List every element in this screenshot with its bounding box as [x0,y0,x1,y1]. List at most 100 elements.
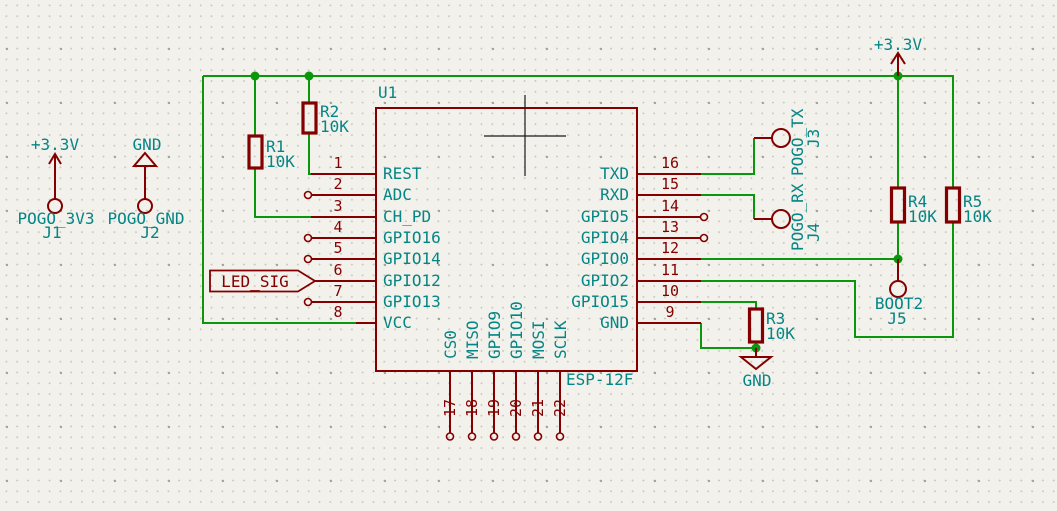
pin-number: 2 [333,175,342,193]
wire-r2-rest[interactable] [308,133,312,175]
pin-number: 16 [661,154,679,172]
u1-pin-10[interactable]: 10 GPIO15 [571,282,701,311]
u1-pin-18[interactable]: 18 MISO [463,320,482,441]
no-connect-circle [303,233,313,243]
connector-name: POGO_GND [107,209,184,228]
component-r4[interactable]: R4 10K [889,186,938,226]
component-j3[interactable]: POGO_TX J3 [754,108,823,176]
u1-pin-20[interactable]: 20 GPIO10 [507,301,526,441]
u1-pin-9[interactable]: 9 GND [600,303,701,332]
component-j5[interactable]: BOOT2 J5 [875,259,923,328]
pin-number: 4 [333,218,342,236]
resistor-body[interactable] [247,134,264,170]
u1-pin-14[interactable]: 14 GPIO5 [581,197,709,226]
resistor-value: 10K [908,207,937,226]
component-j1[interactable]: +3.3V POGO_3V3 J1 [17,135,94,242]
no-connect-circle [467,432,477,441]
connector-pad[interactable] [137,198,153,214]
wire-gpio2-r5[interactable] [701,222,954,338]
connector-reference: J2 [140,223,159,242]
connector-pad[interactable] [771,209,791,229]
u1-pin-3[interactable]: 3 CH_PD [311,197,431,226]
connector-pad[interactable] [47,198,63,214]
component-r5[interactable]: R5 10K [944,186,993,226]
pin-number: 12 [661,239,679,257]
no-connect-circle [533,432,543,441]
resistor-body[interactable] [301,101,318,135]
u1-pin-1[interactable]: 1 REST [311,154,422,183]
u1-pin-22[interactable]: 22 SCLK [551,320,570,441]
no-connect-circle [555,432,565,441]
pin-number: 20 [507,399,525,417]
pin-number: 7 [333,282,342,300]
wire-gpio15-r3[interactable] [701,301,757,309]
u1-pin-19[interactable]: 19 GPIO9 [485,311,504,441]
resistor-body[interactable] [944,186,962,224]
u1-pin-8[interactable]: 8 VCC [333,303,411,332]
pin-name: CH_PD [383,207,431,226]
u1-pin-11[interactable]: 11 GPIO2 [581,261,701,290]
pin-number: 3 [333,197,342,215]
resistor-reference: R4 [908,192,927,211]
resistor-value: 10K [766,324,795,343]
pin-number: 9 [665,303,674,321]
component-r3[interactable]: R3 10K [747,307,796,344]
resistor-reference: R2 [320,102,339,121]
resistor-value: 10K [320,117,349,136]
no-connect-circle [303,254,313,264]
power-flag-label: +3.3V [31,135,80,154]
wire-txd-j3[interactable] [701,138,755,175]
power-33v-right[interactable]: +3.3V [874,35,923,76]
u1-pin-6[interactable]: 6 GPIO12 [315,261,441,290]
wire-33v-top-bus[interactable] [203,75,954,188]
pin-name: SCLK [551,320,570,359]
u1-pin-12[interactable]: 12 GPIO0 [581,239,701,268]
no-connect-circle [303,190,313,200]
u1-pin-4[interactable]: 4 GPIO16 [303,218,441,247]
resistor-body[interactable] [747,307,765,344]
wire-gnd-pin9[interactable] [700,323,756,349]
pin-name: GPIO5 [581,207,629,226]
global-label-outline[interactable] [209,269,317,293]
component-r1[interactable]: R1 10K [247,134,295,171]
wire-vcc-left[interactable] [202,76,358,324]
u1-pin-7[interactable]: 7 GPIO13 [303,282,441,311]
pin-name: GPIO15 [571,292,629,311]
component-j4[interactable]: POGO_RX J4 [754,183,823,251]
connector-reference: J5 [887,309,906,328]
u1-pin-15[interactable]: 15 RXD [600,175,701,204]
component-j2[interactable]: GND POGO_GND J2 [107,135,184,242]
no-connect-circle [489,432,499,441]
resistor-body[interactable] [889,186,907,224]
wire-rxd-j4[interactable] [701,194,755,219]
resistor-value: 10K [266,152,295,171]
global-label-led-sig[interactable]: LED_SIG [209,269,317,293]
connector-name: POGO_TX [788,108,807,176]
u1-pin-13[interactable]: 13 GPIO4 [581,218,709,247]
u1-pin-21[interactable]: 21 MOSI [529,320,548,441]
pin-name: GPIO4 [581,228,629,247]
u1-pin-2[interactable]: 2 ADC [303,175,412,204]
component-r2[interactable]: R2 10K [301,101,349,136]
connector-pad[interactable] [889,280,907,298]
wire-r1-chpd[interactable] [254,168,311,218]
connector-pad[interactable] [771,128,791,148]
pin-number: 17 [441,399,459,417]
u1-pin-5[interactable]: 5 GPIO14 [303,239,441,268]
pin-number: 14 [661,197,679,215]
gnd-triangle-icon [738,356,774,371]
u1-pin-16[interactable]: 16 TXD [600,154,701,183]
power-gnd-bottom[interactable]: GND [738,348,774,390]
pin-name: MOSI [529,320,548,359]
u1-pin-17[interactable]: 17 CS0 [441,330,460,441]
ic-value: ESP-12F [566,370,633,389]
pin-number: 10 [661,282,679,300]
wires [202,75,954,349]
pin-name: GPIO2 [581,271,629,290]
component-u1[interactable]: U1 ESP-12F 1 REST 2 ADC 3 CH_PD 4 GPIO16 [303,83,709,441]
no-connect-circle [511,432,521,441]
resistor-reference: R5 [963,192,982,211]
ic-body[interactable] [375,107,638,372]
no-connect-circle [303,297,313,307]
